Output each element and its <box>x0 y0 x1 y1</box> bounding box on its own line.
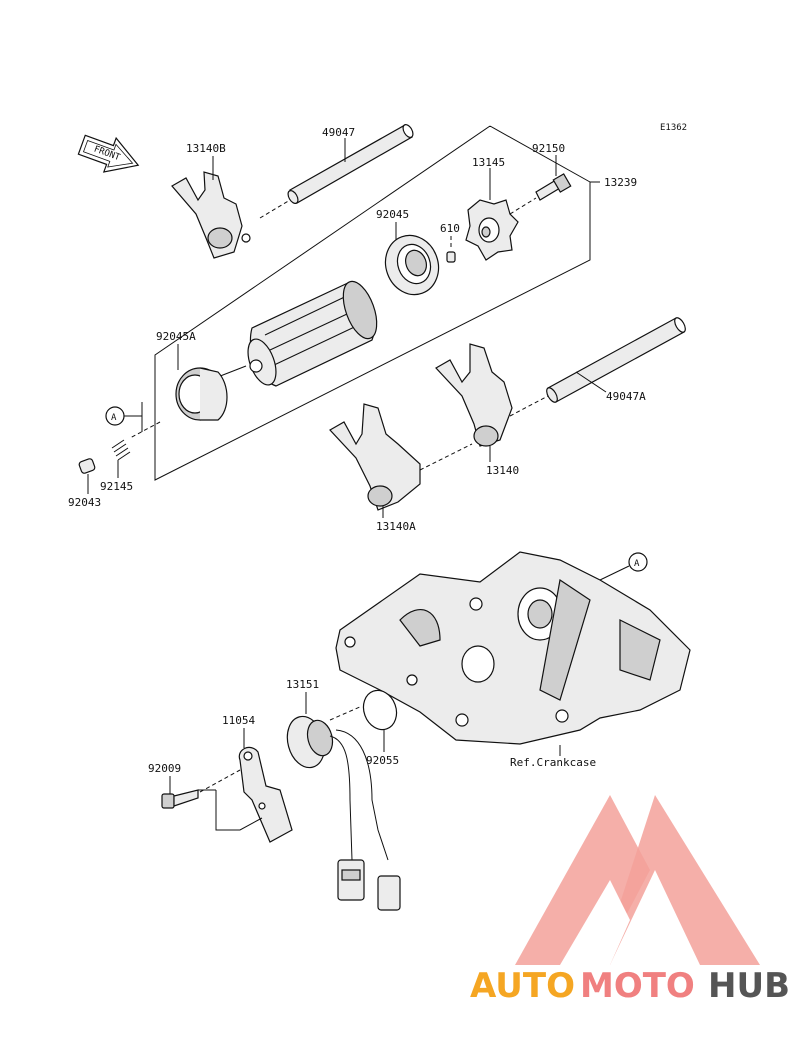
bearing-92045A <box>175 367 228 421</box>
shift-rod-49047 <box>287 124 414 204</box>
bolt-92009 <box>161 789 199 809</box>
bracket-11054 <box>238 746 293 843</box>
shift-fork-13140A <box>329 403 421 511</box>
label-92055: 92055 <box>366 754 399 767</box>
logo-text-auto: AUTO <box>470 966 575 1006</box>
label-13151: 13151 <box>286 678 319 691</box>
drum-cam-13145 <box>465 199 519 261</box>
label-11054: 11054 <box>222 714 255 727</box>
shift-rod-49047A <box>546 317 686 403</box>
shift-fork-13140B <box>171 171 251 259</box>
group-bracket <box>154 125 591 481</box>
automotohub-logo <box>515 795 760 965</box>
logo-triangle-core <box>560 880 630 965</box>
bearing-92045 <box>384 234 440 296</box>
ref-marker-a-upper: A <box>105 406 125 426</box>
label-92145: 92145 <box>100 480 133 493</box>
front-arrow-icon <box>77 134 140 173</box>
label-92045: 92045 <box>376 208 409 221</box>
o-ring-92055 <box>362 689 398 731</box>
spring-92145 <box>111 439 131 461</box>
diagram-code: E1362 <box>660 123 687 133</box>
svg-text:A: A <box>111 413 117 423</box>
label-49047: 49047 <box>322 126 355 139</box>
gear-position-switch-13151 <box>286 715 401 911</box>
label-92150: 92150 <box>532 142 565 155</box>
label-13239: 13239 <box>604 176 637 189</box>
ref-marker-a-lower: A <box>628 552 648 572</box>
logo-text-moto: MOTO <box>580 966 695 1006</box>
logo-triangle-inner <box>610 870 700 965</box>
crankcase-ref <box>335 551 691 745</box>
label-610: 610 <box>440 222 460 235</box>
pin-610 <box>446 251 456 263</box>
label-92043: 92043 <box>68 496 101 509</box>
label-92045A: 92045A <box>156 330 196 343</box>
label-92009: 92009 <box>148 762 181 775</box>
label-49047A: 49047A <box>606 390 646 403</box>
label-13140: 13140 <box>486 464 519 477</box>
label-13145: 13145 <box>472 156 505 169</box>
label-ref-crankcase: Ref.Crankcase <box>510 756 596 769</box>
shift-drum-13239 <box>247 280 378 387</box>
shift-fork-13140 <box>435 343 513 447</box>
label-13140A: 13140A <box>376 520 416 533</box>
bolt-92150 <box>535 173 572 201</box>
logo-text-hub: HUB <box>708 966 790 1006</box>
svg-text:A: A <box>634 559 640 569</box>
label-13140B: 13140B <box>186 142 226 155</box>
pin-92043 <box>78 458 96 474</box>
